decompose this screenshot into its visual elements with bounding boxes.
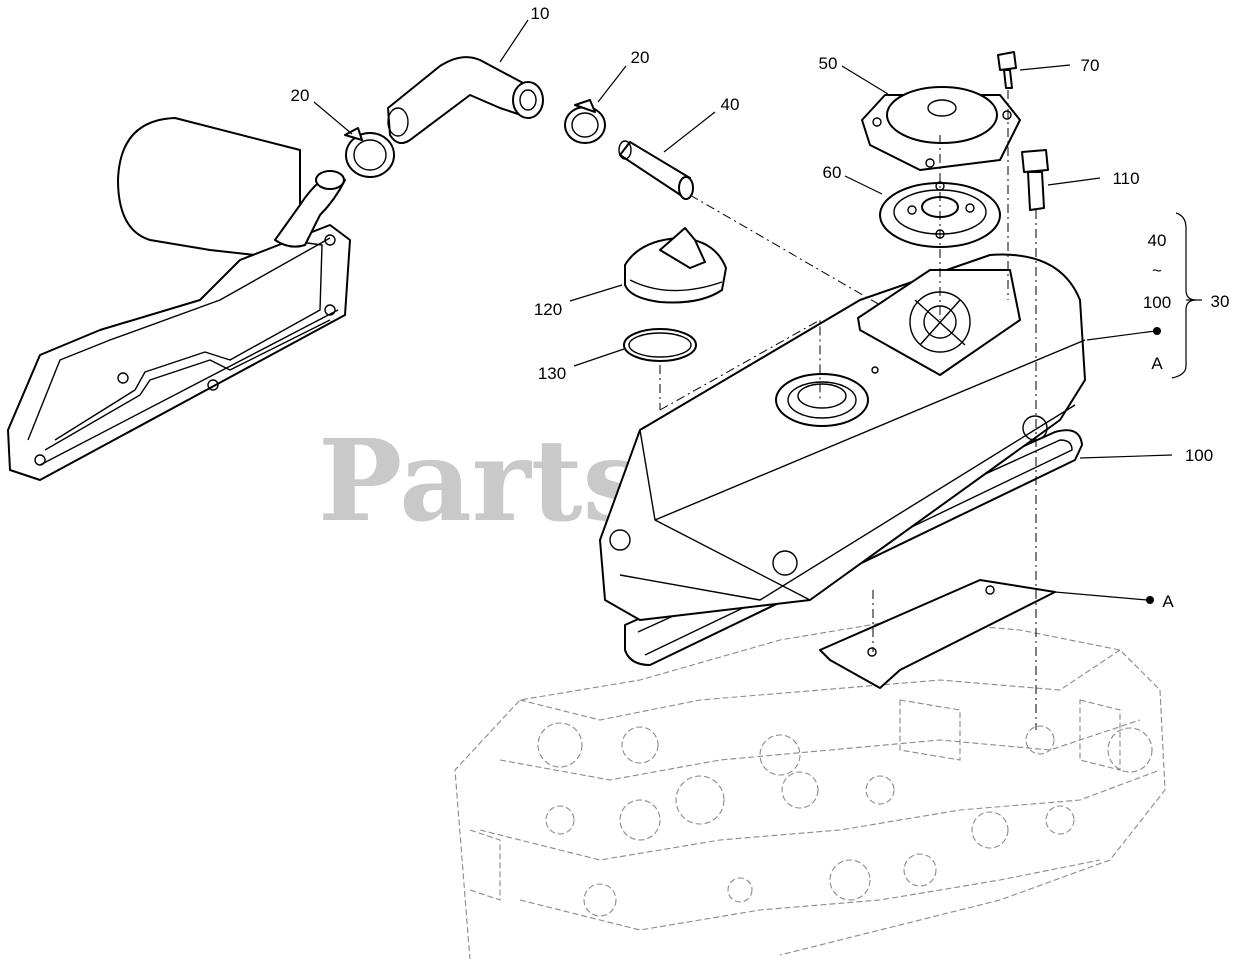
bracket-range-tilde: ~ [1152, 261, 1162, 280]
callout-130: 130 [538, 364, 566, 383]
callout-30: 30 [1211, 292, 1230, 311]
callout-120: 120 [534, 300, 562, 319]
ref-a-label: A [1162, 592, 1174, 611]
callout-labels: 10 20 20 40 50 60 70 110 120 130 100 30 … [291, 4, 1230, 611]
breather-hose [387, 56, 544, 145]
hose-clamp-left [344, 127, 395, 178]
callout-20-right: 20 [631, 48, 650, 67]
callout-50: 50 [819, 54, 838, 73]
cover-plate [861, 86, 1021, 171]
cylinder-head-ghost [454, 619, 1166, 961]
callout-110: 110 [1112, 169, 1139, 188]
oil-filler-cap [624, 227, 727, 304]
breather-housing [7, 117, 351, 481]
callout-70: 70 [1081, 56, 1100, 75]
screw-70 [997, 51, 1017, 89]
baffle-plate [819, 579, 1056, 689]
callout-10: 10 [531, 4, 550, 23]
breather-pipe [618, 140, 694, 200]
bolt-110 [1021, 149, 1049, 211]
hose-clamp-right [564, 99, 606, 144]
leader-lines [313, 19, 1202, 604]
center-lines [659, 90, 1037, 730]
callout-20-left: 20 [291, 86, 310, 105]
rocker-cover [599, 253, 1086, 621]
bracket-ref-a: A [1151, 354, 1163, 373]
callout-60: 60 [823, 163, 842, 182]
o-ring [623, 328, 697, 362]
bracket-range-end: 100 [1143, 293, 1171, 312]
callout-40: 40 [721, 95, 740, 114]
bracket-range-start: 40 [1148, 231, 1167, 250]
callout-100: 100 [1185, 446, 1213, 465]
